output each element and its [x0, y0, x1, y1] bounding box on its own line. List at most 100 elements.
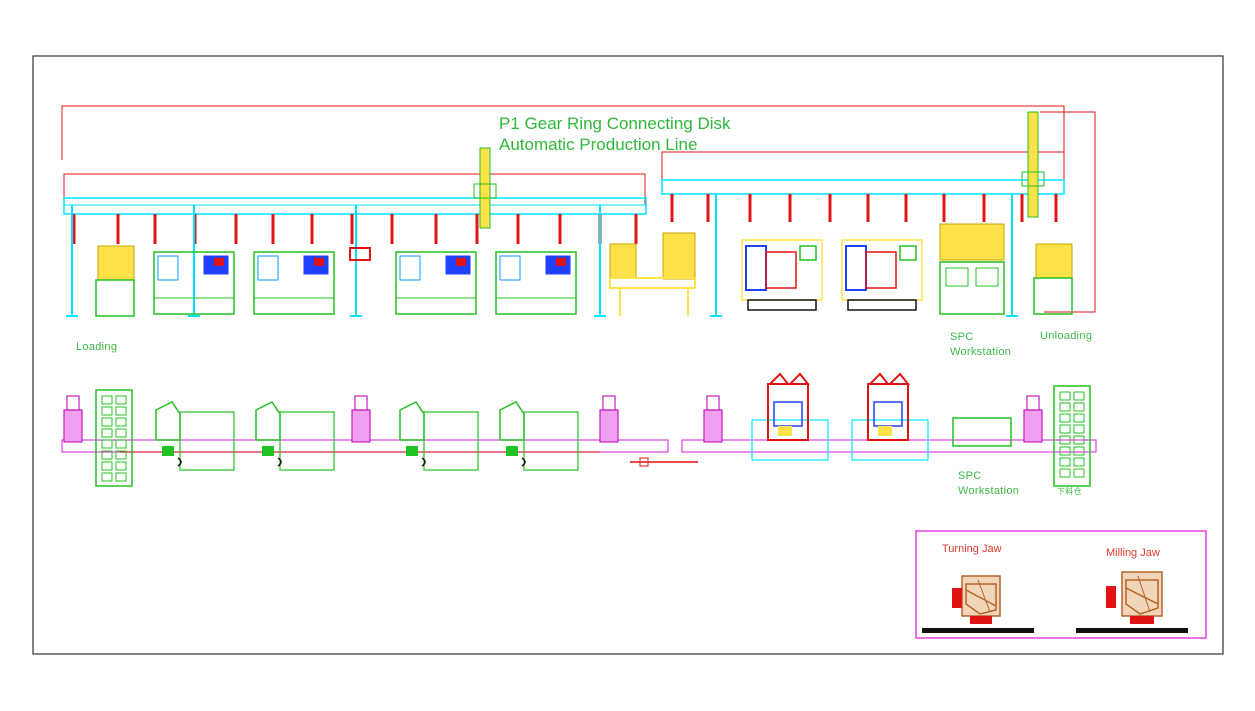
rack-slot: [115, 439, 127, 449]
machine-plan-door: [399, 401, 425, 441]
robot-head: [66, 395, 80, 411]
rack-slot: [1073, 435, 1085, 445]
cnc-panel-red: [456, 258, 466, 266]
rack-slot: [1073, 446, 1085, 456]
mc-base: [847, 299, 917, 311]
robot-body: [1023, 409, 1043, 443]
cnc-panel-red: [314, 258, 324, 266]
rack-slot: [1059, 413, 1071, 423]
mc-spindle: [765, 251, 797, 289]
rack-slot: [1073, 457, 1085, 467]
mc-plan-table: [873, 401, 903, 427]
turning-jaw-label: Turning Jaw: [942, 543, 1002, 555]
machine-plan-arrow: [421, 457, 426, 467]
rack-slot: [1073, 424, 1085, 434]
rack-slot: [101, 472, 113, 482]
machine-plan-body: [179, 411, 235, 471]
rack-slot: [1059, 457, 1071, 467]
mc-plan-fixture: [878, 426, 892, 436]
spc-bottom-label-line2: Workstation: [958, 485, 1020, 497]
spc-bottom-label-line1: SPC: [958, 470, 982, 482]
mc-control: [799, 245, 817, 261]
rack-slot: [1059, 446, 1071, 456]
machine-plan-door: [155, 401, 181, 441]
machine-plan-chuck: [406, 446, 418, 456]
machine-plan-door: [255, 401, 281, 441]
rack-slot: [1059, 435, 1071, 445]
cnc-panel-red: [214, 258, 224, 266]
machine-plan-body: [279, 411, 335, 471]
rack-slot: [101, 428, 113, 438]
mc-plan-fixture: [778, 426, 792, 436]
mc-plan-roof-left: [867, 372, 891, 385]
turning-jaw-figure: [922, 575, 1034, 633]
rack-slot: [115, 395, 127, 405]
rack-slot: [1059, 424, 1071, 434]
mc-spindle: [865, 251, 897, 289]
loading-label: Loading: [76, 341, 118, 353]
mc-base: [747, 299, 817, 311]
spc-top-label-line1: SPC: [950, 331, 974, 343]
rack-slot: [115, 472, 127, 482]
cnc-door: [257, 255, 279, 281]
rack-slot: [115, 417, 127, 427]
diagram-title-line2: Automatic Production Line: [499, 135, 698, 154]
robot-body: [703, 409, 723, 443]
mc-plan-base: [851, 419, 929, 461]
drawing-frame: [32, 55, 1224, 655]
gantry-right: [661, 111, 1065, 317]
diagram-title-line1: P1 Gear Ring Connecting Disk: [499, 114, 731, 133]
rack-slot: [115, 428, 127, 438]
milling-jaw-label: Milling Jaw: [1106, 547, 1160, 559]
dimension-lines: [61, 105, 1096, 313]
rack-slot: [1073, 468, 1085, 478]
mc-plan-roof-left: [767, 372, 791, 385]
mc-door: [845, 245, 867, 291]
rack-slot: [1059, 391, 1071, 401]
robot-head: [354, 395, 368, 411]
rack-slot: [1073, 413, 1085, 423]
cnc-door: [499, 255, 521, 281]
rack-slot: [101, 439, 113, 449]
cnc-door: [157, 255, 179, 281]
machine-plan-chuck: [262, 446, 274, 456]
unloading-rack-label: 下料仓: [1057, 487, 1082, 496]
robot-head: [602, 395, 616, 411]
machine-plan-chuck: [162, 446, 174, 456]
machine-plan-arrow: [177, 457, 182, 467]
robot-head: [706, 395, 720, 411]
robot-body: [351, 409, 371, 443]
rack-slot: [101, 450, 113, 460]
cnc-body: [395, 251, 477, 315]
rack-slot: [1059, 468, 1071, 478]
unloading-label: Unloading: [1040, 330, 1093, 342]
rack-slot: [115, 461, 127, 471]
rack-slot: [101, 417, 113, 427]
robot-body: [599, 409, 619, 443]
mc-plan-roof-right: [787, 372, 811, 385]
robot-body: [63, 409, 83, 443]
rack-slot: [115, 450, 127, 460]
machine-plan-body: [523, 411, 579, 471]
machine-plan-arrow: [277, 457, 282, 467]
spc-top-label-line2: Workstation: [950, 346, 1012, 358]
cnc-body: [153, 251, 235, 315]
rack-slot: [1073, 402, 1085, 412]
milling-jaw-figure: [1076, 571, 1188, 633]
mc-plan-roof-right: [887, 372, 911, 385]
robot-head: [1026, 395, 1040, 411]
cnc-panel-red: [556, 258, 566, 266]
jaw-legend: [915, 530, 1207, 639]
rack-slot: [1073, 391, 1085, 401]
cnc-door: [399, 255, 421, 281]
mc-plan-table: [773, 401, 803, 427]
machine-plan-door: [499, 401, 525, 441]
rack-slot: [101, 406, 113, 416]
gantry-left: [63, 147, 647, 317]
cnc-body: [253, 251, 335, 315]
bottom-row-plan: [61, 372, 1097, 487]
mc-plan-base: [751, 419, 829, 461]
top-row-machines: [95, 223, 1073, 317]
cnc-body: [495, 251, 577, 315]
